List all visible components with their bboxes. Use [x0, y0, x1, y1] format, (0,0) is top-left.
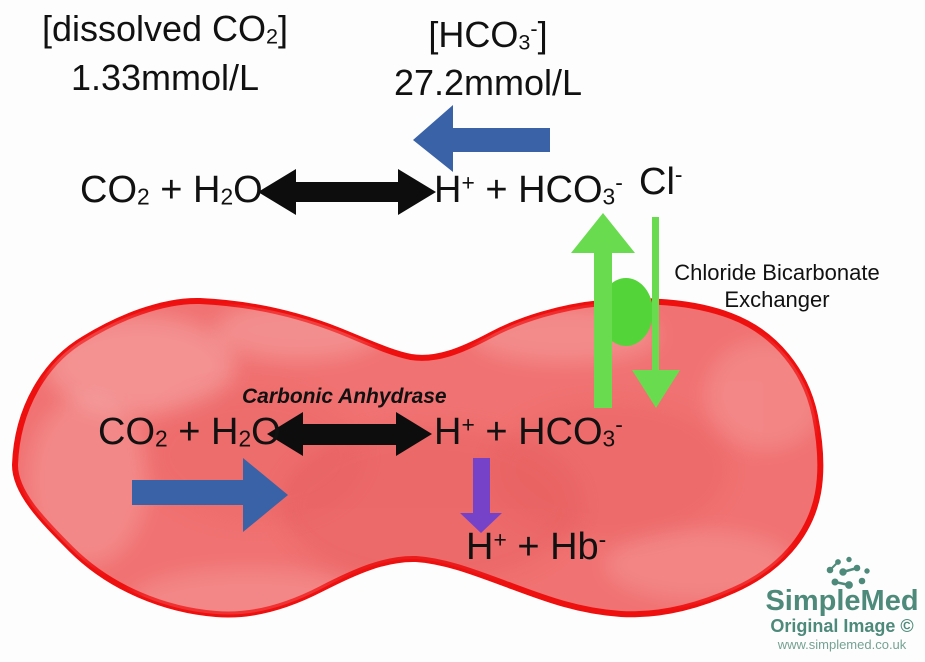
plasma-equilibrium-double-arrow-icon	[258, 169, 436, 215]
bicarbonate-out-arrow-icon	[571, 213, 635, 408]
proton-buffering-arrow-icon	[460, 458, 502, 533]
chloride-in-arrow-icon	[632, 217, 680, 408]
brand-name: SimpleMed	[765, 585, 919, 617]
exchanger-protein-circle	[599, 278, 653, 346]
cell-equation-products: H+ + HCO3-	[434, 411, 623, 453]
exchanger-label-line2: Exchanger	[724, 287, 830, 312]
brand-copyright-notice: Original Image ©	[770, 616, 914, 636]
simplemed-logo-icon	[826, 556, 870, 589]
dissolved-co2-formula: [dissolved CO2]	[41, 8, 289, 49]
dissolved-co2-concentration-label: [dissolved CO2] 1.33mmol/L	[30, 8, 300, 98]
bicarbonate-value: 27.2mmol/L	[393, 62, 583, 104]
bicarbonate-formula: [HCO3-]	[428, 13, 548, 55]
cell-equilibrium-double-arrow-icon	[267, 412, 432, 456]
plasma-equation-reactants: CO2 + H2O	[80, 169, 263, 211]
exchanger-label-line1: Chloride Bicarbonate	[674, 260, 880, 285]
haemoglobin-buffer-label: H+ + Hb-	[466, 526, 607, 568]
plasma-equation-products: H+ + HCO3-	[434, 169, 623, 211]
carbonic-anhydrase-label: Carbonic Anhydrase	[242, 385, 447, 408]
chloride-ion-label: Cl-	[639, 161, 683, 203]
dissolved-co2-value: 1.33mmol/L	[70, 56, 260, 98]
simplemed-watermark: SimpleMed Original Image © www.simplemed…	[762, 586, 922, 653]
bicarbonate-concentration-label: [HCO3-] 27.2mmol/L	[388, 8, 588, 104]
bicarbonate-reverse-flow-arrow-icon	[413, 105, 550, 172]
co2-forward-flow-arrow-icon	[132, 458, 288, 532]
chloride-bicarbonate-exchanger-label: Chloride Bicarbonate Exchanger	[657, 259, 897, 313]
cell-equation-reactants: CO2 + H2O	[98, 411, 281, 453]
brand-url: www.simplemed.co.uk	[777, 637, 907, 652]
